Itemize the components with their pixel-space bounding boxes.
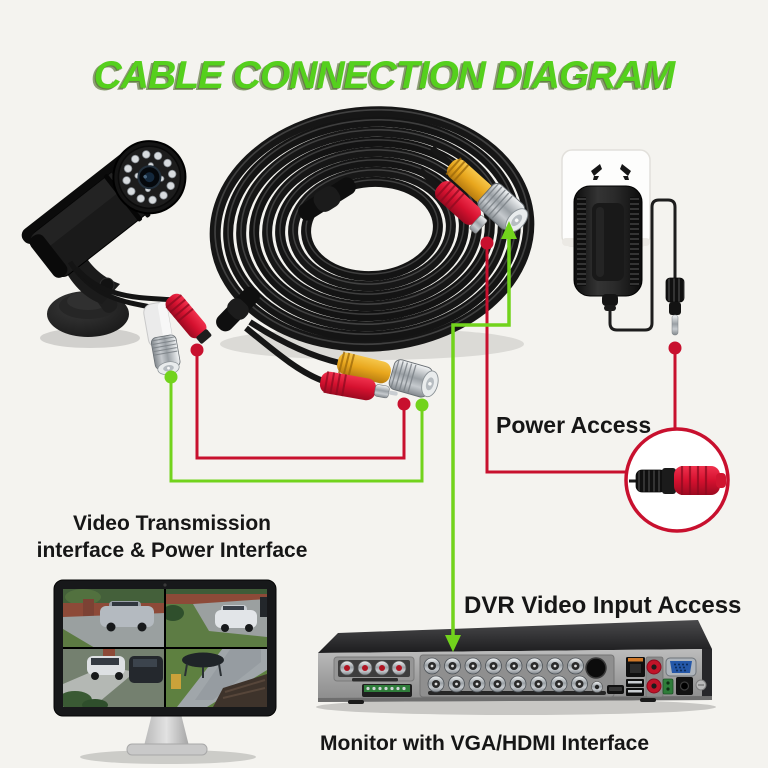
red-connection-camera bbox=[195, 352, 406, 460]
power-access-detail bbox=[624, 427, 730, 533]
cctv-quad-view bbox=[63, 589, 267, 707]
green-connection-camera bbox=[169, 380, 424, 483]
camera-power-pigtail bbox=[165, 293, 212, 344]
cable-dc-connector-camera-end bbox=[319, 371, 398, 401]
connection-lines bbox=[164, 221, 682, 652]
cable-dc-connector-dvr-end bbox=[435, 180, 488, 234]
webcam-dot-icon bbox=[163, 583, 167, 587]
dvr bbox=[316, 620, 716, 715]
mated-dc-connectors bbox=[635, 466, 726, 495]
green-connection-dvr bbox=[451, 238, 511, 637]
dvr-audio-out-port bbox=[585, 657, 607, 679]
dvr-usb-ports bbox=[626, 679, 644, 696]
monitor-stand bbox=[144, 714, 189, 746]
camera-body bbox=[21, 140, 187, 278]
power-adapter-assembly bbox=[561, 149, 685, 336]
arrow-up-icon bbox=[501, 221, 517, 239]
page-title: CABLE CONNECTION DIAGRAM bbox=[93, 54, 675, 98]
cable-coil bbox=[209, 106, 535, 402]
cable-bnc-connector-dvr-end bbox=[445, 157, 535, 239]
adapter-cord bbox=[608, 198, 677, 332]
red-connection-power-access bbox=[485, 246, 627, 474]
dvr-power-jack bbox=[676, 677, 693, 695]
dvr-audio-rca-ports bbox=[645, 656, 664, 698]
outlet-slots-icon bbox=[591, 164, 631, 180]
monitor-interface-label: Monitor with VGA/HDMI Interface bbox=[320, 732, 650, 755]
dvr-video-input-ports bbox=[419, 654, 615, 698]
camera-bnc-pigtail bbox=[143, 301, 183, 378]
video-transmission-label: Video Transmission interface & Power Int… bbox=[10, 510, 334, 564]
power-access-label: Power Access bbox=[496, 412, 652, 438]
cctv-scene-4 bbox=[165, 648, 267, 707]
video-transmission-label-line1: Video Transmission bbox=[72, 512, 271, 535]
dvr-video-input-label: DVR Video Input Access bbox=[464, 592, 742, 619]
dvr-top bbox=[318, 620, 712, 653]
monitor bbox=[53, 579, 277, 764]
dvr-rs485-terminal bbox=[662, 678, 674, 695]
power-adapter bbox=[573, 185, 643, 311]
arrow-down-icon bbox=[445, 635, 461, 652]
security-camera bbox=[21, 140, 212, 378]
power-adapter-dc-plug bbox=[665, 277, 685, 336]
dvr-ethernet-port bbox=[626, 657, 645, 677]
dvr-vga-port bbox=[665, 657, 697, 677]
cctv-scene-1 bbox=[63, 589, 165, 648]
cctv-scene-3 bbox=[63, 648, 165, 707]
cable-ferrite bbox=[216, 286, 260, 332]
dvr-audio-in-ports bbox=[333, 656, 415, 682]
cable-joint bbox=[298, 177, 356, 221]
cctv-scene-2 bbox=[165, 589, 267, 648]
dvr-alarm-terminal bbox=[362, 684, 412, 697]
video-transmission-label-line2: interface & Power Interface bbox=[36, 539, 308, 562]
